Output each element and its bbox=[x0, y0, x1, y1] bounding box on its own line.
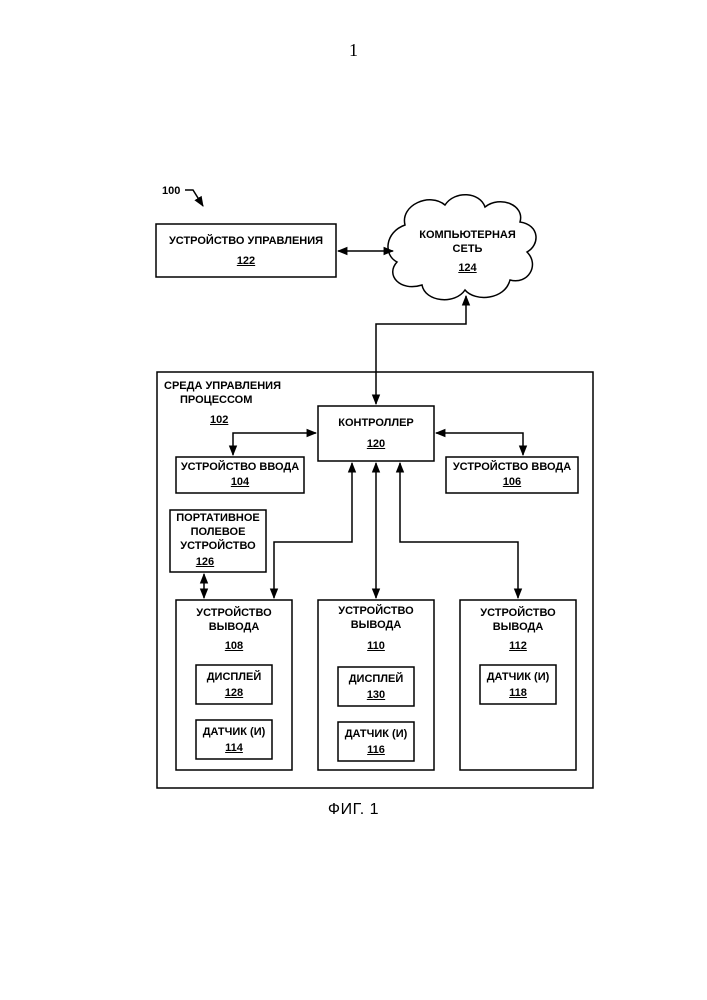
display-130-ref: 130 bbox=[338, 689, 414, 701]
environment-label-2: ПРОЦЕССОМ bbox=[180, 394, 252, 407]
input-device-1-label: УСТРОЙСТВО ВВОДА bbox=[176, 461, 304, 474]
output-device-2-ref: 110 bbox=[318, 640, 434, 652]
environment-ref: 102 bbox=[210, 414, 228, 426]
display-130-label: ДИСПЛЕЙ bbox=[338, 673, 414, 686]
sensor-118-ref: 118 bbox=[480, 687, 556, 699]
portable-device-label-1: ПОРТАТИВНОЕ bbox=[170, 512, 266, 525]
controller-ref: 120 bbox=[318, 438, 434, 450]
input-device-2-label: УСТРОЙСТВО ВВОДА bbox=[446, 461, 578, 474]
controller-input2-connector bbox=[436, 433, 523, 455]
output-device-1-ref: 108 bbox=[176, 640, 292, 652]
display-128-ref: 128 bbox=[196, 687, 272, 699]
figure-caption: ФИГ. 1 bbox=[0, 801, 707, 819]
controller-box bbox=[318, 406, 434, 461]
management-device-label: УСТРОЙСТВО УПРАВЛЕНИЯ bbox=[156, 235, 336, 248]
input-device-1-ref: 104 bbox=[176, 476, 304, 488]
input-device-2-ref: 106 bbox=[446, 476, 578, 488]
output-device-3-ref: 112 bbox=[460, 640, 576, 652]
environment-label-1: СРЕДА УПРАВЛЕНИЯ bbox=[164, 380, 281, 393]
sensor-114-label: ДАТЧИК (И) bbox=[196, 726, 272, 739]
network-controller-connector bbox=[376, 296, 466, 404]
output-device-1-label-2: ВЫВОДА bbox=[176, 621, 292, 634]
sensor-116-label: ДАТЧИК (И) bbox=[338, 728, 414, 741]
display-128-label: ДИСПЛЕЙ bbox=[196, 671, 272, 684]
controller-input1-connector bbox=[233, 433, 316, 455]
controller-label: КОНТРОЛЛЕР bbox=[318, 417, 434, 430]
sensor-116-ref: 116 bbox=[338, 744, 414, 756]
system-ref-label: 100 bbox=[162, 185, 180, 198]
network-label-2: СЕТЬ bbox=[400, 243, 535, 256]
portable-device-ref: 126 bbox=[170, 556, 240, 568]
network-ref: 124 bbox=[400, 262, 535, 274]
output-device-2-label-2: ВЫВОДА bbox=[318, 619, 434, 632]
management-device-ref: 122 bbox=[156, 255, 336, 267]
output-device-2-label-1: УСТРОЙСТВО bbox=[318, 605, 434, 618]
output-device-1-label-1: УСТРОЙСТВО bbox=[176, 607, 292, 620]
portable-device-label-2: ПОЛЕВОЕ bbox=[170, 526, 266, 539]
sensor-114-ref: 114 bbox=[196, 742, 272, 754]
network-label-1: КОМПЬЮТЕРНАЯ bbox=[400, 229, 535, 242]
sensor-118-label: ДАТЧИК (И) bbox=[480, 671, 556, 684]
output-device-3-label-1: УСТРОЙСТВО bbox=[460, 607, 576, 620]
management-device-box bbox=[156, 224, 336, 277]
portable-device-label-3: УСТРОЙСТВО bbox=[170, 540, 266, 553]
page-number: 1 bbox=[0, 40, 707, 61]
output-device-3-label-2: ВЫВОДА bbox=[460, 621, 576, 634]
ref-100-arrow bbox=[185, 190, 203, 206]
